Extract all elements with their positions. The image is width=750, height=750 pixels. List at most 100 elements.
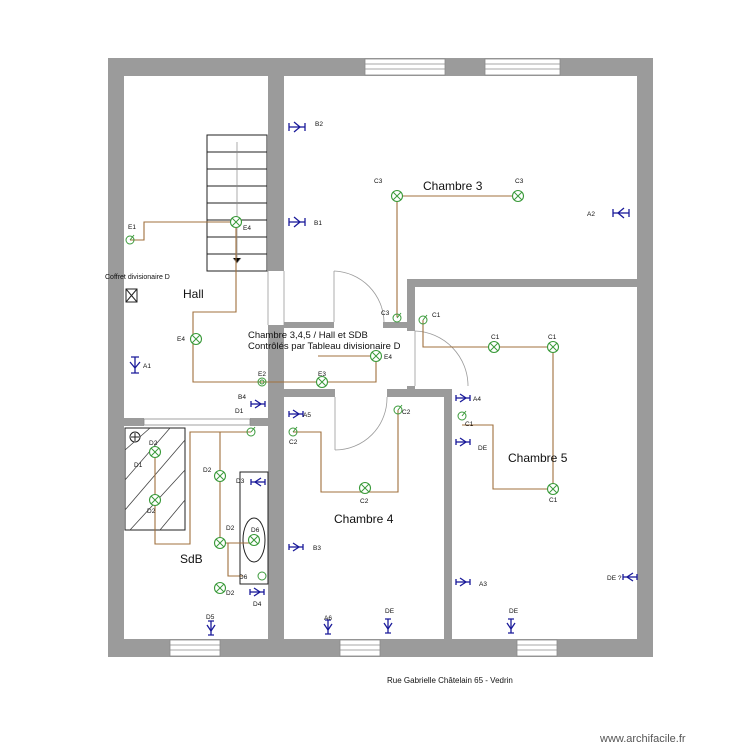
room-label-sdb: SdB	[180, 552, 203, 566]
lamp-d6	[247, 533, 261, 547]
socket-a4	[455, 393, 471, 403]
socket-b4	[250, 399, 266, 409]
label-de-c5-bottom: DE	[509, 608, 519, 615]
lamp-e4-right	[369, 349, 383, 363]
label-d6-basin: D6	[251, 527, 260, 534]
room-label-hall: Hall	[183, 287, 204, 301]
label-c1-a: C1	[491, 334, 500, 341]
socket-de-c5-bottom	[506, 618, 516, 634]
washbasin	[239, 471, 269, 585]
lamp-c1-b	[546, 340, 560, 354]
label-c2-switch2: C2	[402, 409, 411, 416]
socket-b1	[288, 216, 306, 228]
lamp-d2-a	[148, 445, 162, 459]
switch-e1	[125, 234, 135, 245]
socket-de-c5	[455, 437, 471, 447]
lamp-d2-c	[213, 469, 227, 483]
switch-c2-b	[393, 404, 403, 415]
label-b4: B4	[238, 394, 246, 401]
socket-d5	[206, 620, 216, 636]
window-chambre4	[339, 639, 381, 657]
label-a2: A2	[587, 211, 595, 218]
lamp-c1-c	[546, 482, 560, 496]
label-de-c4: DE	[385, 608, 395, 615]
hall-opening	[267, 271, 285, 325]
label-e4-right: E4	[384, 354, 392, 361]
partition-sdb	[143, 418, 251, 426]
label-de-right: DE ?	[607, 575, 622, 582]
switch-c2-a	[288, 426, 298, 437]
lamp-d2-b	[148, 493, 162, 507]
label-e4-stair: E4	[243, 225, 251, 232]
label-d6: D6	[239, 574, 248, 581]
lamp-d2-d	[213, 536, 227, 550]
switch-c1-b	[457, 410, 467, 421]
lamp-c1-a	[487, 340, 501, 354]
label-e1: E1	[128, 224, 136, 231]
door-chambre5	[414, 330, 469, 387]
staircase	[206, 134, 268, 272]
socket-de-c4	[383, 618, 393, 634]
label-b3: B3	[313, 545, 321, 552]
label-c1-switch2: C1	[465, 421, 474, 428]
socket-d3	[250, 477, 266, 487]
switch-d6	[257, 571, 267, 581]
label-d1-shower: D1	[134, 462, 143, 469]
socket-a2	[612, 207, 630, 219]
label-e4-hall: E4	[177, 336, 185, 343]
control-note-line1: Chambre 3,4,5 / Hall et SDB	[248, 330, 368, 341]
label-d2-c: D2	[203, 467, 212, 474]
lamp-e4-stair	[229, 215, 243, 229]
socket-d4	[249, 587, 265, 597]
label-d2-a: D2	[149, 440, 158, 447]
walls	[108, 58, 653, 657]
lamp-c3-left	[390, 189, 404, 203]
wiring	[130, 195, 554, 577]
switch-e2	[257, 377, 267, 387]
switch-c1-a	[418, 314, 428, 325]
room-label-chambre4: Chambre 4	[334, 512, 394, 526]
label-a1: A1	[143, 363, 151, 370]
label-b1: B1	[314, 220, 322, 227]
window-chambre5	[516, 639, 558, 657]
lamp-d2-e	[213, 581, 227, 595]
socket-de-c5-right	[622, 572, 638, 582]
label-d5: D5	[206, 614, 215, 621]
window-sdb	[169, 639, 221, 657]
label-c1-b: C1	[548, 334, 557, 341]
label-e2: E2	[258, 371, 266, 378]
label-d3: D3	[236, 478, 245, 485]
door-chambre4	[334, 396, 388, 451]
label-d2-d: D2	[226, 525, 235, 532]
coffret-icon	[125, 288, 138, 303]
window-chambre3-right	[484, 58, 561, 76]
label-a5: A5	[303, 412, 311, 419]
label-a3: A3	[479, 581, 487, 588]
socket-a5	[288, 409, 304, 419]
window-chambre3-left	[364, 58, 446, 76]
watermark: www.archifacile.fr	[599, 733, 686, 745]
lamp-c3-right	[511, 189, 525, 203]
socket-a6	[323, 619, 333, 635]
door-chambre3	[333, 270, 385, 323]
label-d2-e: D2	[226, 590, 235, 597]
socket-b3	[288, 542, 304, 552]
socket-a1	[129, 356, 141, 374]
switch-d1	[246, 426, 256, 437]
lamp-c2	[358, 481, 372, 495]
switch-c3	[392, 312, 402, 323]
label-c1-c: C1	[549, 497, 558, 504]
coffret-label: Coffret divisionaire D	[105, 274, 170, 281]
lamp-e4-hall	[189, 332, 203, 346]
address: Rue Gabrielle Châtelain 65 - Vedrin	[387, 676, 513, 685]
label-a4: A4	[473, 396, 481, 403]
room-label-chambre3: Chambre 3	[423, 179, 483, 193]
label-c3-right: C3	[515, 178, 524, 185]
label-c2-switch: C2	[289, 439, 298, 446]
socket-a3	[455, 577, 471, 587]
label-de-c5: DE	[478, 445, 488, 452]
label-d2-b: D2	[147, 508, 156, 515]
label-a6: A6	[324, 615, 332, 622]
socket-b2	[288, 121, 306, 133]
